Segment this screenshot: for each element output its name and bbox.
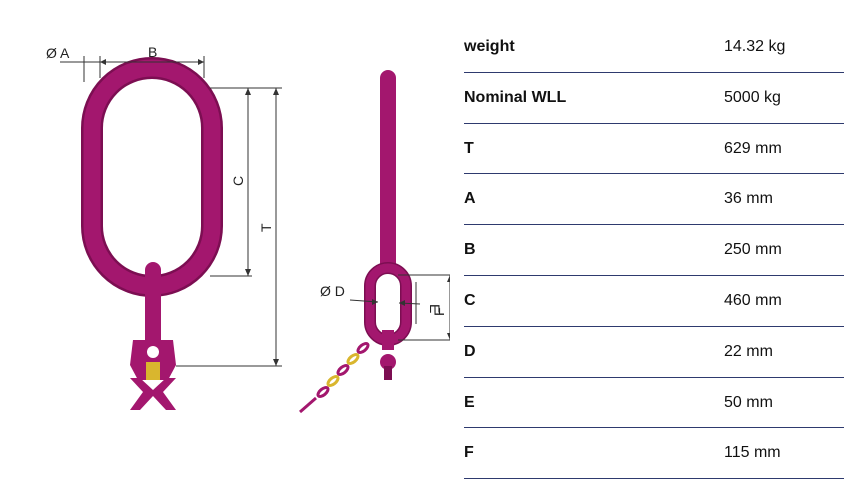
dim-label-dia-d: Ø D: [320, 283, 345, 299]
spec-table: weight 14.32 kg Nominal WLL 5000 kg T 62…: [464, 22, 844, 480]
spec-label: C: [464, 291, 476, 309]
technical-drawing: Ø A B C T Ø D: [46, 44, 450, 414]
spec-row-t: T 629 mm: [464, 124, 844, 175]
master-link-side: [299, 70, 412, 414]
spec-value: 115 mm: [724, 444, 781, 462]
spec-value: 50 mm: [724, 393, 773, 411]
spec-label: B: [464, 241, 476, 259]
dim-label-b: B: [148, 44, 157, 60]
spec-row-c: C 460 mm: [464, 276, 844, 327]
spec-label: F: [464, 444, 474, 462]
spec-label: weight: [464, 38, 515, 55]
spec-value: 14.32 kg: [724, 38, 786, 55]
spec-label: E: [464, 393, 475, 411]
spec-row-nominal-wll: Nominal WLL 5000 kg: [464, 73, 844, 124]
dim-label-t: T: [258, 223, 274, 232]
spec-row-e: E 50 mm: [464, 378, 844, 429]
spec-row-b: B 250 mm: [464, 225, 844, 276]
spec-row-f: F 115 mm: [464, 428, 844, 480]
spec-label: A: [464, 190, 476, 208]
dimension-lines-front: [60, 56, 282, 367]
spec-row-a: A 36 mm: [464, 174, 844, 226]
spec-value: 250 mm: [724, 241, 782, 259]
spec-value: 5000 kg: [724, 88, 781, 106]
spec-row-d: D 22 mm: [464, 327, 844, 378]
dim-label-e: E: [427, 304, 443, 313]
spec-value: 36 mm: [724, 190, 773, 208]
dim-label-c: C: [230, 176, 246, 186]
spec-value: 629 mm: [724, 139, 782, 157]
spec-row-weight: weight 14.32 kg: [464, 22, 844, 73]
dim-label-dia-a: Ø A: [46, 45, 70, 61]
master-link-front: [81, 57, 223, 410]
spec-value: 22 mm: [724, 342, 773, 360]
spec-label: T: [464, 139, 474, 157]
spec-label: D: [464, 342, 476, 360]
spec-label: Nominal WLL: [464, 88, 567, 106]
spec-value: 460 mm: [724, 291, 782, 309]
dim-label-f: F: [431, 307, 447, 316]
